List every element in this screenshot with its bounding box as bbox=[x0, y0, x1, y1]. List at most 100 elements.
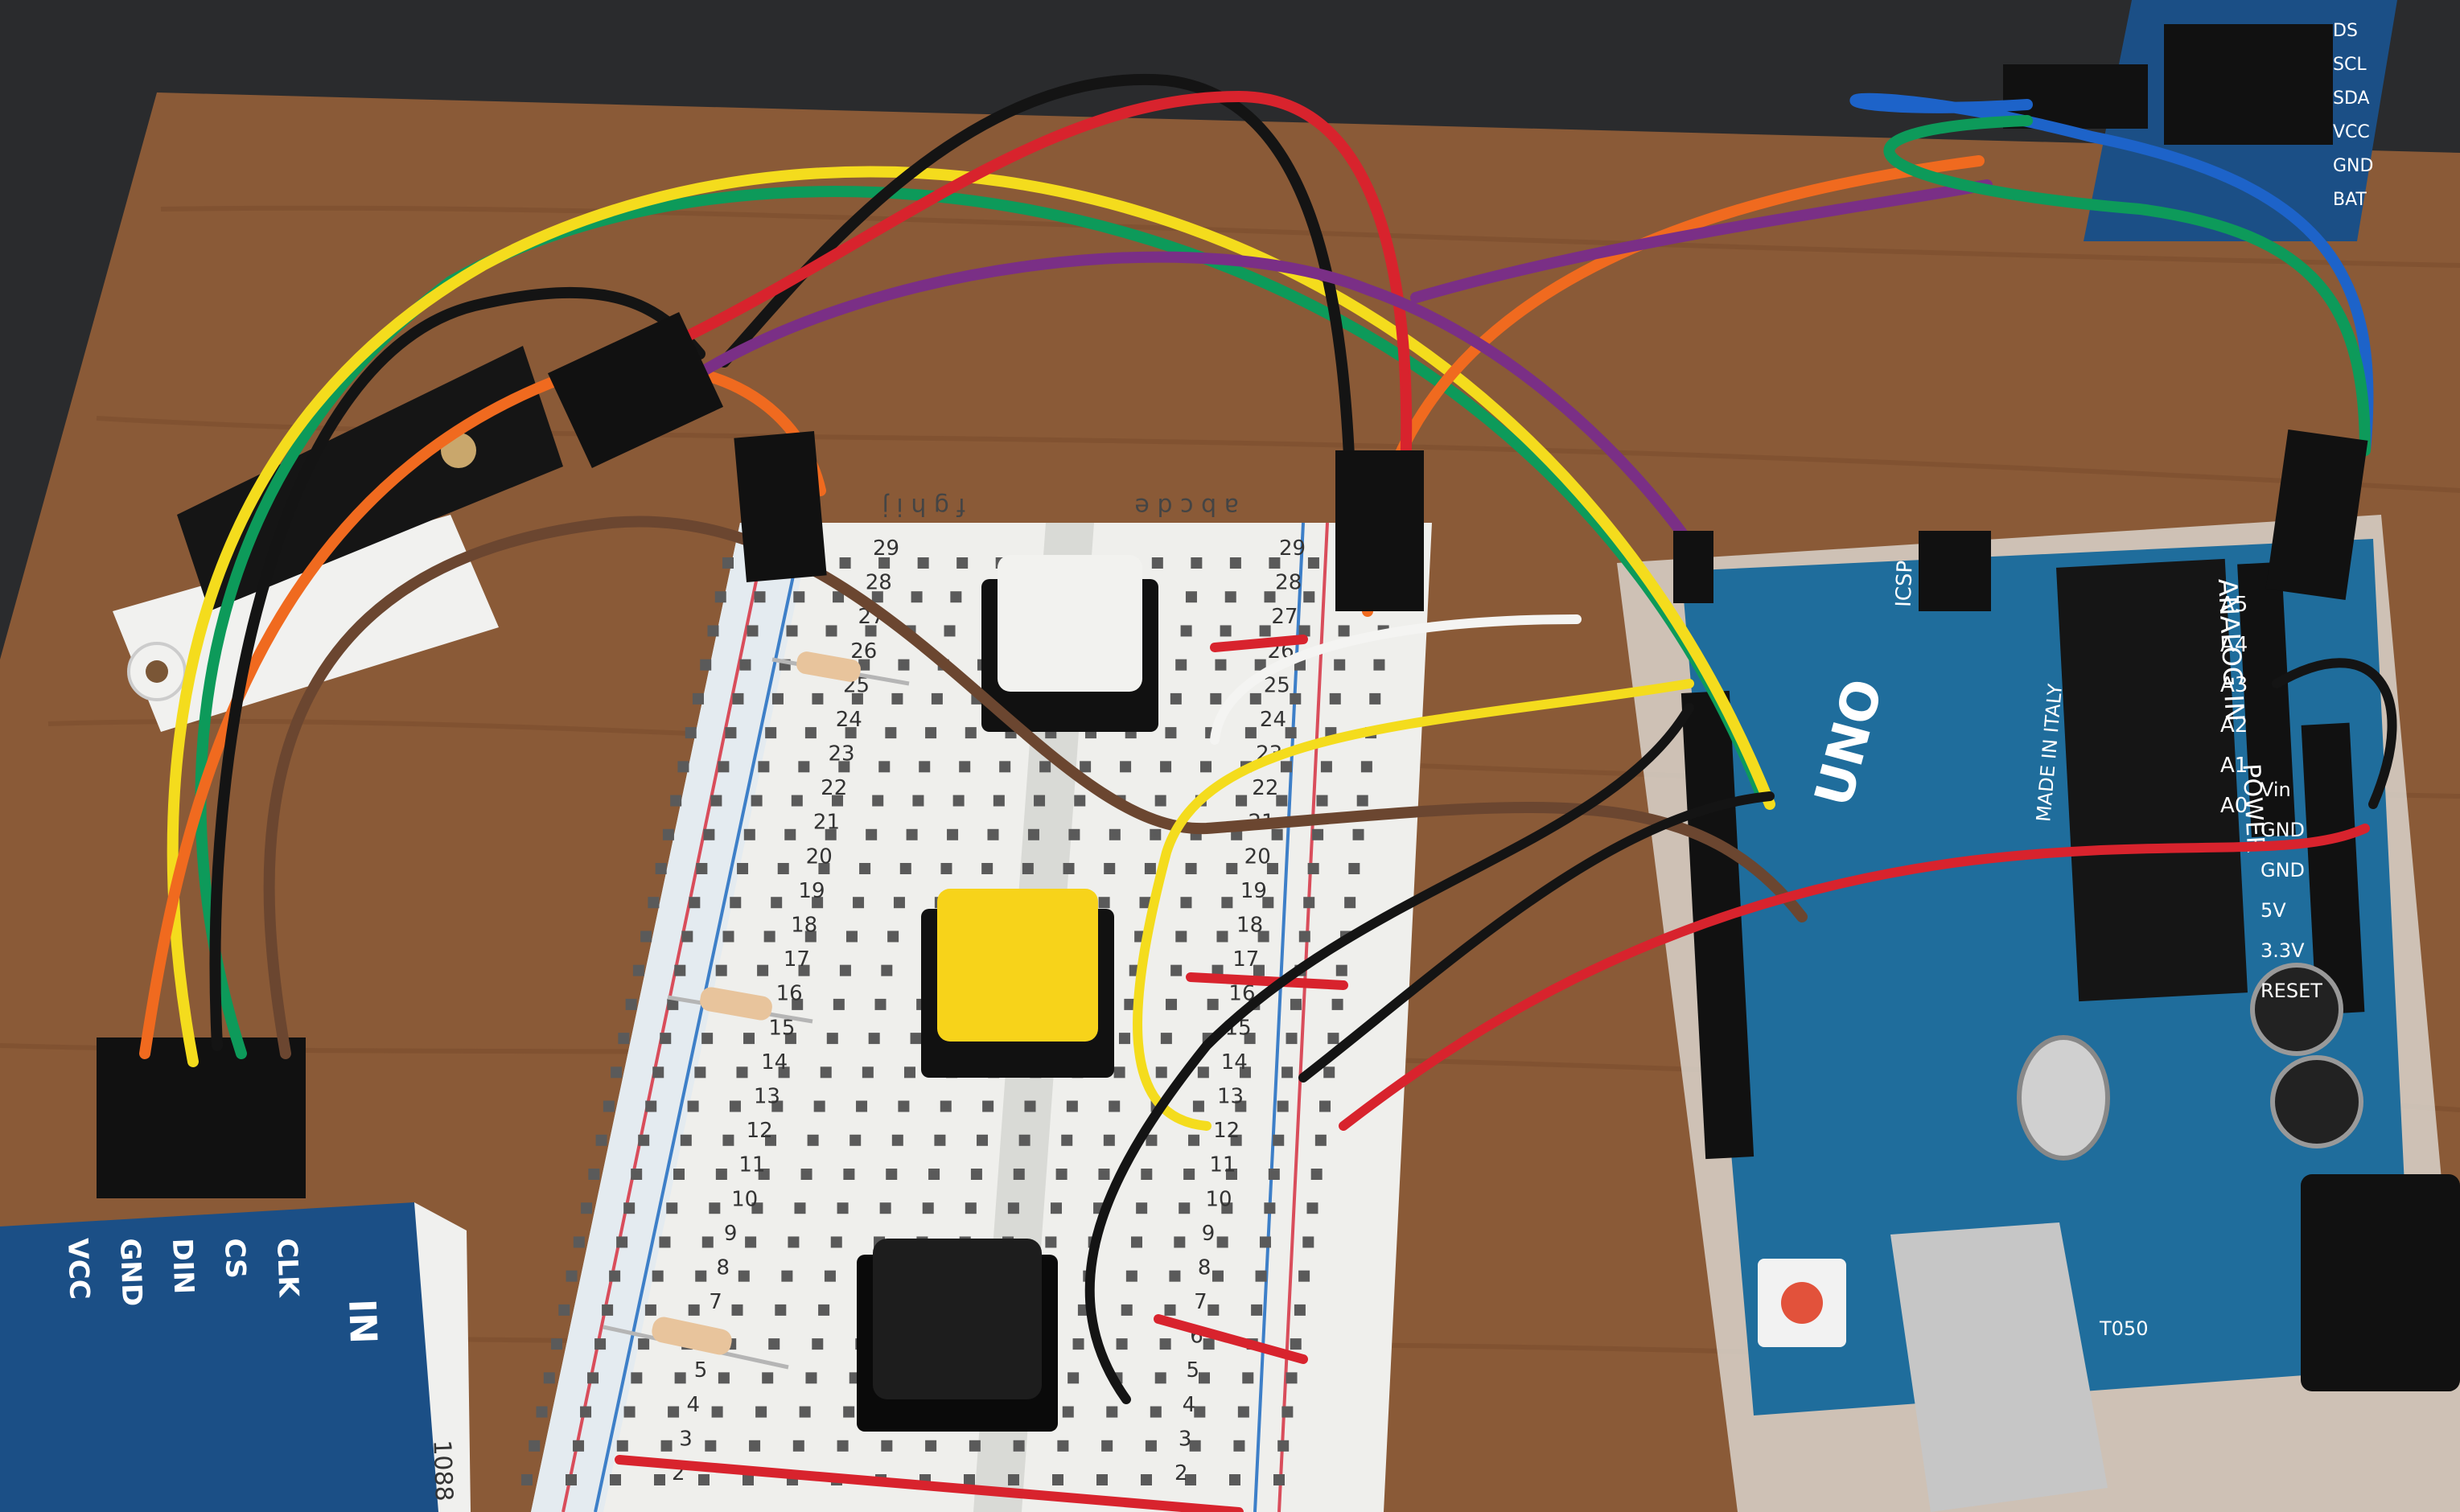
breadboard-hole bbox=[1294, 1304, 1306, 1316]
display-pin-label: DIN bbox=[166, 1238, 200, 1295]
breadboard-hole bbox=[807, 1134, 819, 1146]
breadboard-hole bbox=[1103, 1134, 1115, 1146]
breadboard-hole bbox=[1264, 1202, 1276, 1214]
breadboard-column-labels-top2: a b c d e bbox=[1134, 492, 1239, 520]
power-pin-label: 3.3V bbox=[2260, 939, 2305, 962]
reset-button-cap[interactable] bbox=[1781, 1282, 1823, 1324]
breadboard-hole bbox=[725, 727, 737, 739]
breadboard-hole bbox=[925, 727, 937, 739]
breadboard-hole bbox=[934, 1134, 946, 1146]
breadboard-hole bbox=[865, 625, 877, 637]
icsp-header bbox=[1919, 531, 1991, 611]
breadboard-hole bbox=[685, 727, 697, 739]
breadboard-hole bbox=[1194, 1406, 1206, 1418]
breadboard-hole bbox=[1327, 1033, 1339, 1045]
breadboard-hole bbox=[1175, 659, 1187, 671]
breadboard-hole bbox=[859, 863, 871, 874]
breadboard-row-number-left: 16 bbox=[776, 982, 803, 1006]
breadboard-hole bbox=[711, 1406, 723, 1418]
breadboard-hole bbox=[944, 625, 956, 637]
breadboard-hole bbox=[820, 1066, 832, 1079]
breadboard-hole bbox=[1285, 727, 1297, 739]
breadboard-hole bbox=[862, 1066, 874, 1079]
breadboard-hole bbox=[722, 931, 734, 943]
breadboard-hole bbox=[616, 1236, 628, 1248]
purple-wire bbox=[686, 179, 1993, 561]
breadboard-hole bbox=[849, 1134, 862, 1146]
breadboard-hole bbox=[581, 1202, 593, 1214]
yellow-pushbutton[interactable] bbox=[921, 889, 1114, 1078]
breadboard-hole bbox=[1320, 761, 1332, 773]
yellow-wire bbox=[167, 166, 1775, 1067]
breadboard-hole bbox=[1266, 863, 1278, 874]
breadboard-hole bbox=[1303, 591, 1315, 603]
breadboard-row-number-right: 24 bbox=[1260, 708, 1286, 732]
breadboard-hole bbox=[595, 1134, 607, 1146]
breadboard-hole bbox=[872, 795, 884, 807]
icsp-label: ICSP bbox=[1892, 560, 1918, 607]
breadboard-hole bbox=[700, 659, 712, 671]
breadboard-hole bbox=[529, 1440, 541, 1452]
wire-connectors bbox=[547, 312, 2368, 611]
breadboard-hole bbox=[812, 692, 824, 705]
white-pushbutton[interactable] bbox=[981, 555, 1158, 732]
breadboard-hole bbox=[881, 1440, 893, 1452]
breadboard-hole bbox=[1255, 1270, 1267, 1282]
breadboard-hole bbox=[1281, 1406, 1294, 1418]
breadboard-hole bbox=[743, 1033, 755, 1045]
breadboard-hole bbox=[611, 1066, 623, 1079]
breadboard-hole bbox=[1068, 828, 1080, 840]
breadboard-hole bbox=[794, 1202, 806, 1214]
breadboard-hole bbox=[1113, 1066, 1125, 1079]
breadboard-row-number-right: 28 bbox=[1275, 571, 1302, 595]
breadboard-hole bbox=[792, 998, 804, 1010]
display-pin-label: CLK bbox=[270, 1238, 305, 1299]
black-pushbutton[interactable] bbox=[857, 1239, 1058, 1432]
breadboard-hole bbox=[674, 1372, 686, 1384]
breadboard-hole bbox=[1220, 625, 1232, 637]
breadboard-hole bbox=[1277, 1440, 1290, 1452]
rail-red-line-right bbox=[1277, 522, 1329, 1512]
breadboard-row-number-right: 27 bbox=[1271, 605, 1298, 629]
breadboard-hole bbox=[762, 1372, 774, 1384]
breadboard-row-number-left: 23 bbox=[828, 742, 854, 766]
breadboard-hole bbox=[1104, 863, 1116, 874]
breadboard-hole bbox=[856, 1100, 868, 1112]
breadboard-hole bbox=[631, 1169, 643, 1180]
breadboard-row-number-left: 28 bbox=[866, 571, 892, 595]
breadboard-hole bbox=[666, 1202, 678, 1214]
breadboard-hole bbox=[694, 1066, 706, 1079]
breadboard-hole bbox=[1136, 1202, 1148, 1214]
breadboard-hole bbox=[758, 1169, 770, 1180]
breadboard-row-number-left: 29 bbox=[873, 536, 899, 561]
breadboard-hole bbox=[891, 692, 903, 705]
breadboard-hole bbox=[566, 1474, 577, 1485]
breadboard-hole bbox=[1373, 659, 1385, 671]
breadboard-hole bbox=[1356, 795, 1368, 807]
breadboard-hole bbox=[745, 1236, 757, 1248]
breadboard-hole bbox=[1179, 1202, 1191, 1214]
breadboard-hole bbox=[1303, 897, 1315, 909]
breadboard-row-number-right: 7 bbox=[1194, 1290, 1207, 1314]
breadboard-hole bbox=[1124, 998, 1136, 1010]
breadboard-hole bbox=[677, 761, 689, 773]
breadboard-hole bbox=[1116, 1338, 1128, 1350]
breadboard-hole bbox=[1221, 897, 1233, 909]
display-side-text: 1088 bbox=[427, 1440, 458, 1502]
breadboard-column-labels-top: f g h i j bbox=[882, 492, 965, 520]
breadboard-hole bbox=[1316, 795, 1328, 807]
breadboard-hole bbox=[899, 863, 911, 874]
breadboard-hole bbox=[771, 897, 783, 909]
regulator-label: T050 bbox=[2099, 1317, 2148, 1340]
breadboard-row-number-right: 5 bbox=[1186, 1358, 1199, 1383]
breadboard-hole bbox=[551, 1338, 563, 1350]
capacitor bbox=[2250, 963, 2343, 1056]
breadboard-hole bbox=[813, 1100, 825, 1112]
breadboard-hole bbox=[1188, 1134, 1200, 1146]
breadboard-hole bbox=[838, 761, 850, 773]
breadboard-hole bbox=[680, 1134, 692, 1146]
breadboard-hole bbox=[1022, 863, 1034, 874]
breadboard-hole bbox=[1185, 863, 1197, 874]
